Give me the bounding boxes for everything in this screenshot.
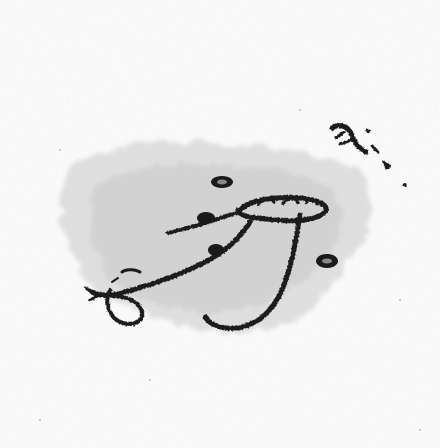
dark-spot — [208, 244, 224, 256]
dark-spot — [197, 212, 215, 224]
dark-spot-highlight — [217, 180, 227, 185]
dark-spot-highlight — [322, 259, 332, 264]
